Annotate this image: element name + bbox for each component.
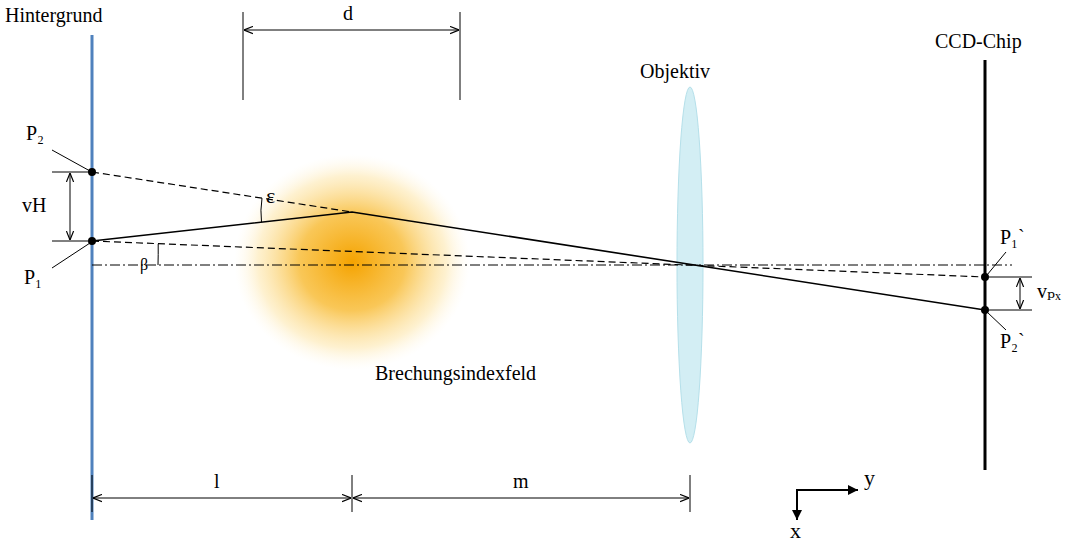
- dimension-tick: [352, 475, 353, 512]
- deflected-ray: [92, 212, 985, 310]
- lens-label: Objektiv: [640, 60, 710, 82]
- dimension-tick: [52, 172, 90, 173]
- point-label: P₂`: [1000, 330, 1025, 352]
- virtual-ray: [92, 172, 352, 212]
- dimension-label: m: [513, 470, 529, 492]
- point-label: P₁`: [1000, 226, 1025, 248]
- leader-line: [52, 150, 90, 171]
- beta-angle-arc: [158, 244, 159, 265]
- angle-label: β: [140, 256, 148, 274]
- x-axis-arrow: [796, 489, 798, 520]
- leader-line: [987, 312, 1006, 330]
- refractive-field-cloud: [234, 154, 470, 370]
- field-label: Brechungsindexfeld: [375, 362, 536, 384]
- chip-label: CCD-Chip: [935, 30, 1022, 52]
- dimension-tick: [52, 241, 88, 242]
- leader-line: [987, 252, 1006, 275]
- dimension-label: l: [214, 470, 220, 492]
- background-plane: [91, 35, 94, 520]
- angle-label: ε: [266, 184, 275, 208]
- dimension-line: [244, 30, 459, 31]
- dimension-label: vH: [22, 194, 46, 216]
- dimension-tick: [989, 277, 1032, 278]
- dimension-line: [93, 498, 351, 499]
- dimension-label: d: [343, 2, 353, 24]
- dimension-label: vₚₓ: [1037, 280, 1061, 302]
- undeflected-ray: [92, 241, 985, 277]
- optical-axis: [92, 265, 1012, 266]
- dimension-line: [353, 498, 689, 499]
- point-label: P₂: [26, 122, 44, 144]
- leader-line: [52, 243, 90, 268]
- dimension-line: [70, 173, 71, 240]
- dimension-tick: [243, 12, 244, 100]
- epsilon-angle-arc: [261, 198, 262, 222]
- dimension-tick: [690, 475, 691, 512]
- y-axis-arrow: [797, 489, 858, 491]
- point-label: P₁: [24, 266, 42, 288]
- axis-label: x: [790, 519, 801, 543]
- dimension-tick: [989, 310, 1032, 311]
- dimension-tick: [460, 12, 461, 100]
- dimension-line: [1020, 278, 1021, 309]
- background-label: Hintergrund: [5, 4, 102, 26]
- dimension-tick: [92, 475, 93, 512]
- axis-label: y: [864, 466, 875, 490]
